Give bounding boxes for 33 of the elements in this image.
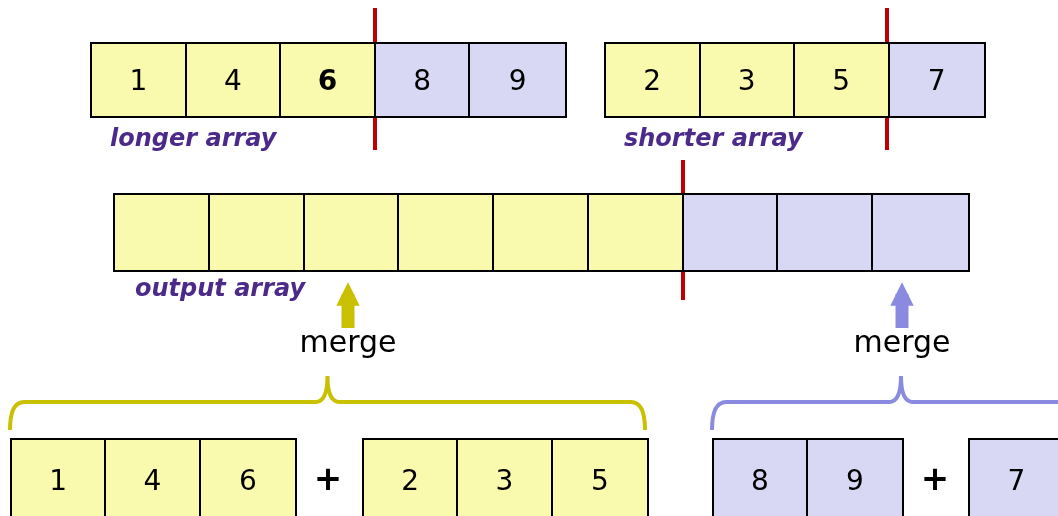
array-value: 5	[795, 44, 890, 116]
array-value: 2	[364, 440, 459, 516]
array-caption: shorter array	[624, 124, 803, 152]
arrow	[890, 282, 914, 328]
array-value: 1	[92, 44, 187, 116]
array-caption: output array	[135, 274, 306, 302]
output-array-box	[113, 193, 970, 272]
array-value: 8	[375, 44, 471, 116]
plus-sign: +	[920, 458, 950, 498]
array-value: 6	[281, 44, 376, 116]
merge-label: merge	[853, 324, 951, 359]
array-value: 6	[200, 440, 295, 516]
array-value: 7	[970, 440, 1058, 516]
array-value: 9	[808, 440, 902, 516]
array-caption: longer array	[110, 124, 277, 152]
array-box	[10, 438, 297, 516]
array-value: 5	[552, 440, 647, 516]
array-value: 8	[714, 440, 808, 516]
arrow	[336, 282, 360, 328]
array-value: 4	[106, 440, 201, 516]
array-box	[604, 42, 986, 118]
array-value: 4	[186, 44, 282, 116]
merge-label: merge	[299, 324, 397, 359]
plus-sign: +	[313, 458, 343, 498]
array-value: 3	[700, 44, 795, 116]
array-value: 7	[889, 44, 984, 116]
array-box	[712, 438, 904, 516]
array-value: 1	[12, 440, 107, 516]
array-box	[362, 438, 649, 516]
array-value: 3	[458, 440, 553, 516]
array-value: 2	[606, 44, 701, 116]
array-value: 9	[470, 44, 566, 116]
array-box	[90, 42, 567, 118]
